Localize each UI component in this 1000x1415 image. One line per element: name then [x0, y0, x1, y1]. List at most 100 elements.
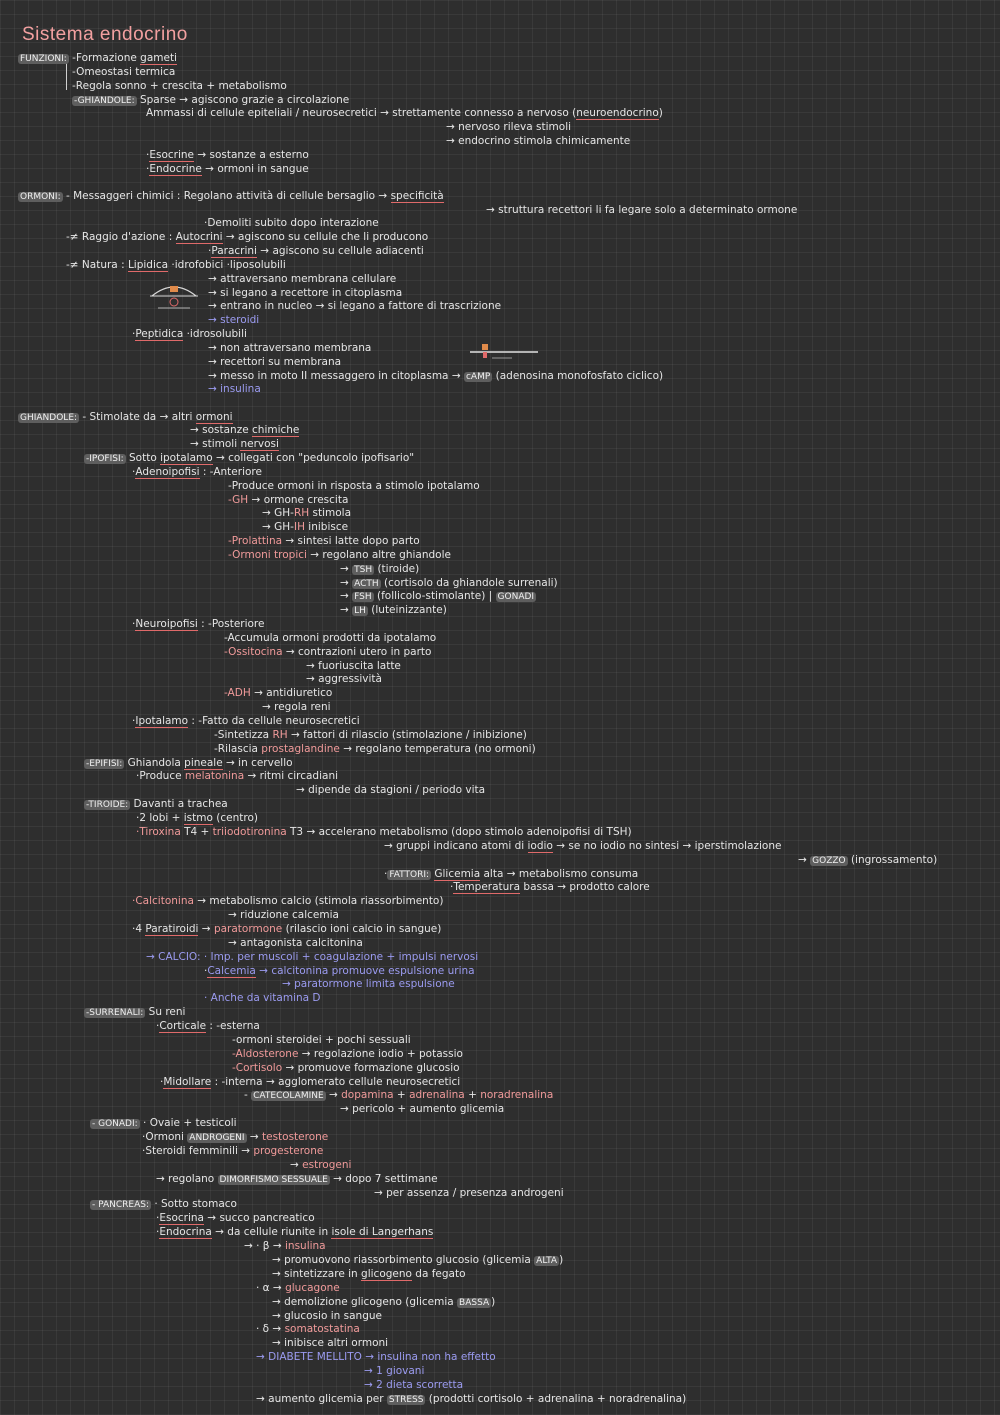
note-text: Temperatura: [453, 881, 521, 894]
note-text: Neuroipofisi: [135, 618, 198, 631]
note-line: -GHIANDOLE: Sparse → agiscono grazie a c…: [72, 94, 349, 108]
note-text: ·: [156, 1226, 160, 1238]
note-line: -Rilascia prostaglandine → regolano temp…: [214, 743, 536, 756]
note-line: -Ormoni tropici → regolano altre ghiando…: [228, 549, 451, 562]
note-text: ): [658, 107, 663, 119]
note-text: → DIABETE MELLITO → insulina non ha effe…: [256, 1351, 496, 1363]
note-line: · δ → somatostatina: [256, 1323, 360, 1336]
note-text: ·idrofobici ·liposolubili: [168, 259, 286, 271]
note-text: STRESS: [386, 1395, 426, 1405]
note-text: melatonina: [184, 770, 245, 782]
note-text: cAMP: [463, 372, 493, 382]
note-text: Ipotalamo: [135, 715, 189, 728]
note-text: Calcemia: [207, 965, 256, 978]
note-text: glucagone: [285, 1282, 340, 1294]
note-line: → antagonista calcitonina: [228, 937, 363, 950]
note-text: → nervoso rileva stimoli: [446, 121, 572, 133]
note-text: ·Tiroxina: [136, 826, 181, 838]
note-text: FUNZIONI:: [18, 54, 69, 64]
note-text: adrenalina: [409, 1089, 465, 1101]
note-text: → sintetizzare in: [272, 1268, 362, 1280]
note-text: → recettori su membrana: [208, 356, 342, 368]
note-line: -Regola sonno + crescita + metabolismo: [72, 80, 287, 93]
note-line: → insulina: [208, 383, 261, 396]
note-text: T3 → accelerano metabolismo (dopo stimol…: [286, 826, 632, 838]
note-text: (luteinizzante): [367, 604, 447, 616]
note-text: · Anche da vitamina D: [204, 992, 321, 1004]
note-line: -ormoni steroidei + pochi sessuali: [232, 1034, 411, 1047]
note-text: ·: [132, 618, 136, 630]
note-line: ·Temperatura bassa → prodotto calore: [450, 881, 650, 894]
note-text: triiodotironina: [212, 826, 287, 838]
note-line: -Accumula ormoni prodotti da ipotalamo: [224, 632, 436, 645]
note-text: +: [464, 1089, 481, 1101]
note-line: ·Neuroipofisi : -Posteriore: [132, 618, 264, 631]
note-text: → gruppi indicano atomi di: [384, 840, 528, 852]
note-text: ·Produce: [136, 770, 185, 782]
note-text: Endocrina: [159, 1226, 212, 1239]
note-text: progesterone: [253, 1145, 324, 1157]
note-line: → gruppi indicano atomi di iodio → se no…: [384, 840, 781, 853]
note-line: -≠ Natura : Lipidica ·idrofobici ·liposo…: [66, 259, 286, 272]
note-line: → aggressività: [306, 673, 382, 686]
note-text: Midollare: [163, 1076, 212, 1089]
note-text: → ormoni in sangue: [201, 163, 309, 175]
note-line: -Omeostasi termica: [72, 66, 175, 79]
note-line: ·Calcemia → calcitonina promuove espulsi…: [204, 965, 475, 978]
note-text: nervosi: [240, 438, 279, 451]
note-text: → endocrino stimola chimicamente: [446, 135, 631, 147]
note-line: -≠ Raggio d'azione : Autocrini → agiscon…: [66, 231, 428, 244]
note-line: FUNZIONI: -Formazione gameti: [18, 52, 177, 66]
note-text: -Ormoni tropici: [228, 549, 307, 561]
note-text: Ghiandola: [124, 757, 185, 769]
note-text: -TIROIDE:: [84, 800, 131, 810]
note-text: → CALCIO: · Imp. per muscoli + coagulazi…: [146, 951, 479, 963]
note-text: ·: [156, 1020, 160, 1032]
note-text: insulina: [285, 1240, 326, 1252]
note-text: → ormone crescita: [248, 494, 349, 506]
note-text: -≠ Natura :: [66, 259, 128, 271]
note-text: (centro): [212, 812, 258, 824]
note-line: → sostanze chimiche: [190, 424, 300, 437]
note-text: → sintesi latte dopo parto: [282, 535, 420, 547]
note-text: +: [393, 1089, 410, 1101]
note-text: DIMORFISMO SESSUALE: [217, 1175, 330, 1185]
note-text: -Regola sonno + crescita + metabolismo: [72, 80, 287, 92]
note-text: → stimoli: [190, 438, 241, 450]
note-text: → regolazione iodio + potassio: [298, 1048, 463, 1060]
note-text: → demolizione glicogeno (glicemia: [272, 1296, 458, 1308]
note-line: -EPIFISI: Ghiandola pineale → in cervell…: [84, 757, 293, 771]
note-text: : -Fatto da cellule neurosecretici: [188, 715, 360, 727]
note-text: gameti: [140, 52, 177, 65]
note-text: → contrazioni utero in parto: [282, 646, 432, 658]
note-text: -IPOFISI:: [84, 454, 126, 464]
note-line: · α → glucagone: [256, 1282, 340, 1295]
note-text: · Sotto stomaco: [150, 1198, 237, 1210]
note-text: : -interna → agglomerato cellule neurose…: [211, 1076, 461, 1088]
note-line: → estrogeni: [290, 1159, 351, 1172]
note-text: -EPIFISI:: [84, 759, 125, 769]
note-text: iodio: [527, 840, 553, 853]
note-text: TSH: [352, 565, 375, 575]
note-text: ·: [384, 868, 388, 880]
note-text: (cortisolo da ghiandole surrenali): [380, 577, 558, 589]
funzioni-bracket: [66, 56, 67, 90]
note-text: → inibisce altri ormoni: [272, 1337, 389, 1349]
note-text: ·: [146, 163, 150, 175]
note-text: → da cellule riunite in: [211, 1226, 332, 1238]
note-text: (adenosina monofosfato ciclico): [492, 370, 664, 382]
note-text: Adenoipofisi: [135, 466, 200, 479]
note-line: -Prolattina → sintesi latte dopo parto: [228, 535, 420, 548]
note-text: → entrano in nucleo → si legano a fattor…: [208, 300, 502, 312]
note-text: Esocrina: [159, 1212, 204, 1225]
note-text: → · β →: [244, 1240, 285, 1252]
note-line: → glucosio in sangue: [272, 1310, 382, 1323]
note-text: BASSA: [457, 1298, 492, 1308]
note-text: → 2 dieta scorretta: [364, 1379, 464, 1391]
note-line: ·Ormoni ANDROGENI → testosterone: [142, 1131, 328, 1145]
note-line: → DIABETE MELLITO → insulina non ha effe…: [256, 1351, 496, 1364]
note-line: ·Demoliti subito dopo interazione: [204, 217, 379, 230]
note-text: ): [559, 1254, 564, 1266]
note-text: testosterone: [262, 1131, 329, 1143]
